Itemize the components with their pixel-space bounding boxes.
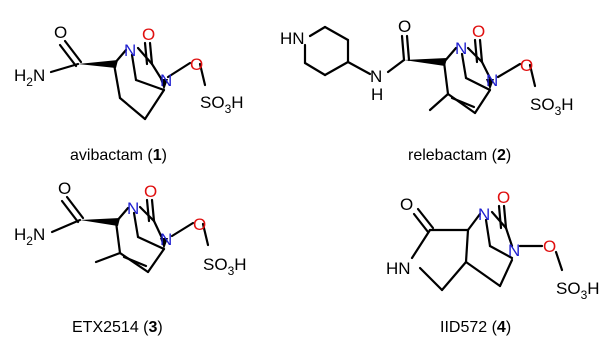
atom-o-amide-2: O	[398, 17, 411, 36]
atom-nh2-3: H2N	[14, 225, 45, 248]
atom-o-lactam: O	[400, 195, 413, 214]
atom-n-ring-3: N	[160, 230, 172, 249]
atom-n-bridge-4: N	[478, 205, 490, 224]
structure-etx2514: O H2N N O N O SO3H	[14, 179, 247, 278]
atom-n-bridge: N	[124, 41, 136, 60]
atom-o-urea-3: O	[144, 182, 157, 201]
atom-nh2: H2N	[14, 66, 45, 89]
atom-hn-piperidine: HN	[280, 29, 305, 48]
structure-avibactam: O H2N N O N O SO3H	[14, 23, 244, 121]
atom-n-ring-4: N	[508, 241, 520, 260]
atom-o-urea: O	[142, 25, 155, 44]
atom-n-bridge-3: N	[127, 199, 139, 218]
atom-o-sulfate-3: O	[193, 215, 206, 234]
atom-so3h-4: SO3H	[556, 279, 600, 302]
structure-relebactam: HN N H O N O N O SO3H	[280, 17, 574, 118]
caption-relebactam: relebactam (2)	[408, 147, 511, 164]
atom-n-bridge-2: N	[455, 39, 467, 58]
atom-hn-lactam: HN	[386, 259, 411, 278]
atom-n-amide: N	[370, 67, 382, 86]
atom-so3h-2: SO3H	[530, 95, 574, 118]
atom-o-sulfate: O	[190, 55, 203, 74]
atom-so3h: SO3H	[200, 93, 244, 116]
atom-o-sulfate-2: O	[520, 56, 533, 75]
atom-n-ring: N	[160, 71, 172, 90]
atom-o-urea-4: O	[497, 188, 510, 207]
caption-avibactam: avibactam (1)	[70, 147, 167, 164]
atom-so3h-3: SO3H	[203, 255, 247, 278]
caption-etx2514: ETX2514 (3)	[72, 319, 163, 336]
caption-iid572: IID572 (4)	[440, 319, 511, 336]
atom-o-amide-3: O	[58, 179, 71, 198]
atom-o-urea-2: O	[472, 22, 485, 41]
atom-o-amide: O	[54, 23, 67, 42]
atom-o-sulfate-4: O	[543, 237, 556, 256]
structure-iid572: O HN N O N O SO3H	[386, 188, 600, 302]
atom-h-amide: H	[371, 85, 383, 104]
atom-n-ring-2: N	[486, 71, 498, 90]
